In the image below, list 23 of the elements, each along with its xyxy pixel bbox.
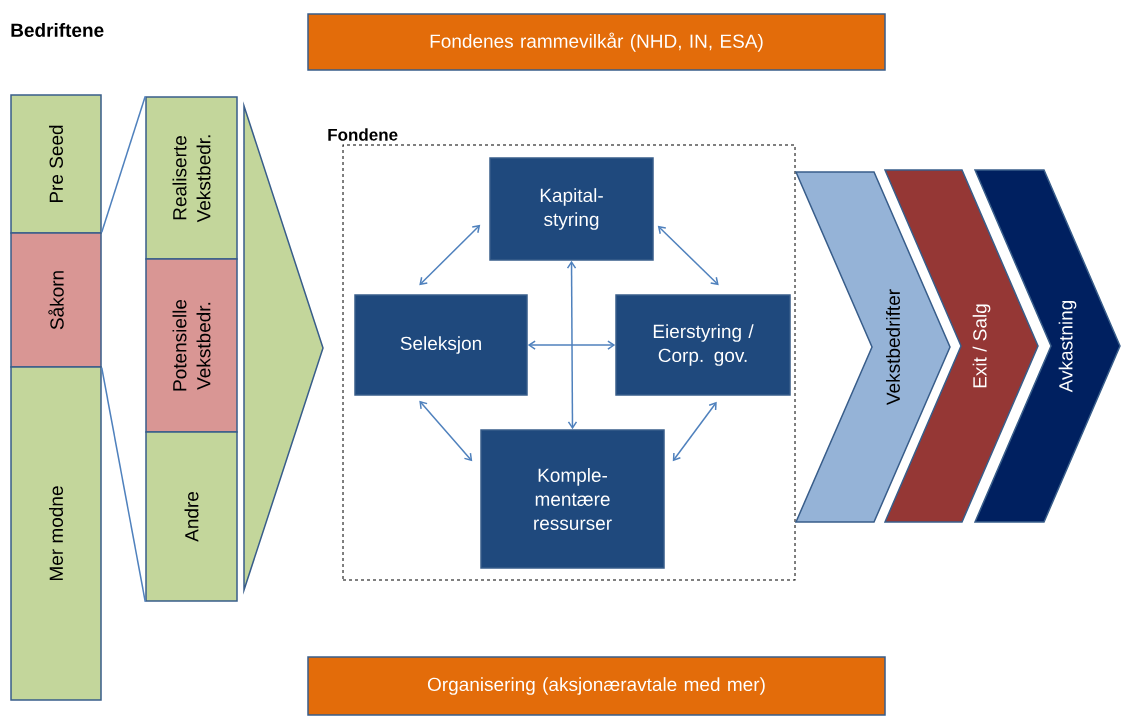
node-label: Fondene — [328, 128, 398, 141]
stage-box: Andre — [145, 431, 238, 602]
process-box: Eierstyring / Corp. gov. — [615, 294, 791, 396]
arrow — [657, 225, 719, 286]
arrow — [419, 224, 481, 286]
arrow — [566, 260, 578, 430]
process-box: Kapital- styring — [489, 157, 654, 261]
process-box: Organisering (aksjonæravtale med mer) — [307, 656, 886, 716]
process-box: Fondenes rammevilkår (NHD, IN, ESA) — [307, 13, 886, 71]
stage-box: Såkorn — [10, 232, 102, 368]
connector-line — [101, 367, 146, 603]
process-box: Seleksjon — [354, 294, 528, 396]
arrow — [419, 400, 473, 462]
stage-box: Pre Seed — [10, 94, 102, 234]
connector-line — [101, 95, 146, 233]
arrow — [527, 340, 616, 350]
stage-box: Realiserte Vekstbedr. — [145, 96, 238, 260]
group-heading: Bedriftene — [11, 23, 104, 37]
stage-box: Potensielle Vekstbedr. — [145, 258, 238, 433]
stage-box: Mer modne — [10, 366, 102, 701]
process-box: Komple- mentære ressurser — [480, 429, 665, 569]
arrow — [672, 401, 717, 462]
process-step: Vekstbedrifter — [794, 171, 951, 523]
